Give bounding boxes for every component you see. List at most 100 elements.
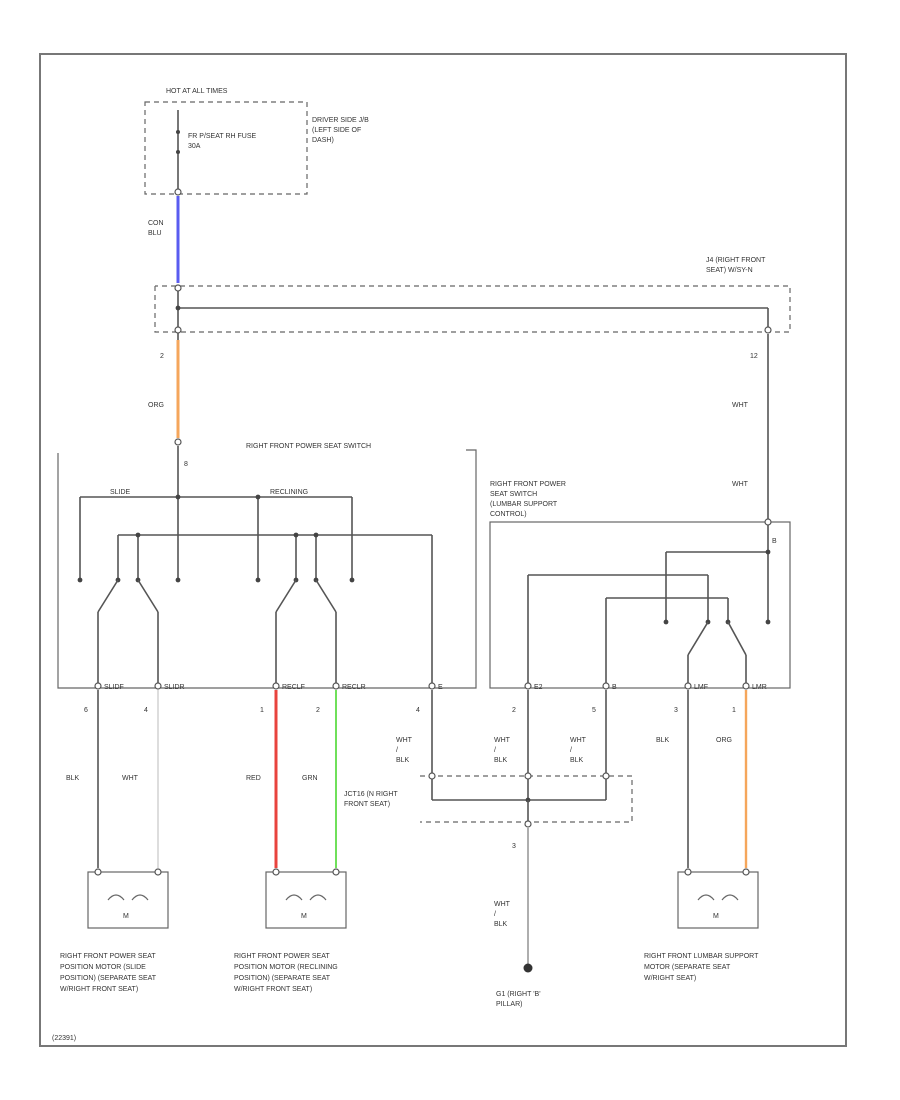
jct-pin-1	[428, 772, 436, 780]
wht-label-1: WHT	[122, 775, 139, 782]
term-lmf-pin	[684, 682, 692, 690]
main-switch-label: RIGHT FRONT POWER SEAT SWITCH	[246, 443, 371, 450]
lumbar-blade-2	[727, 621, 747, 656]
ground-label: G1 (RIGHT 'B'PILLAR)	[496, 991, 541, 1008]
j4-pin-out-left	[174, 326, 182, 334]
lumbar-switch-box	[489, 521, 791, 689]
reclining-motor-symbol: M	[301, 913, 307, 920]
wht-right-label1: WHT	[732, 402, 749, 409]
j4-connector-box	[154, 285, 791, 333]
j4-pin-out-right	[764, 326, 772, 334]
reclining-motor: M	[265, 868, 347, 929]
term-e2-pin	[524, 682, 532, 690]
fuse-terminal-bottom	[176, 150, 180, 154]
contact-8	[349, 577, 355, 583]
term-lmr-pin	[742, 682, 750, 690]
slide-blade-2	[137, 579, 159, 613]
contact-1	[77, 577, 83, 583]
org-label-top: ORG	[148, 402, 164, 409]
pin-2c-label: 2	[512, 707, 516, 714]
j4-junction	[175, 305, 181, 311]
term-slidr: SLIDR	[164, 684, 185, 691]
pin-4c-label: 4	[416, 707, 420, 714]
gnd-node-3	[313, 532, 319, 538]
term-e-pin	[428, 682, 436, 690]
slide-blade-1	[97, 579, 119, 613]
lumbar-b-node	[765, 549, 771, 555]
switch-pin-in	[174, 438, 182, 446]
reclining-label: RECLINING	[270, 489, 308, 496]
gnd-node-1	[135, 532, 141, 538]
gnd-node-2	[293, 532, 299, 538]
wht-blk-a: WHT/BLK	[396, 737, 413, 764]
contact-5	[255, 577, 261, 583]
diagram-code: (22391)	[52, 1035, 76, 1042]
pin-3-label: 3	[674, 707, 678, 714]
term-lb: B	[772, 538, 777, 545]
recl-blade-2	[315, 579, 337, 613]
pin-2-label: 2	[160, 353, 164, 360]
term-b-pin	[602, 682, 610, 690]
term-lmr: LMR	[752, 684, 767, 691]
lumbar-blade-1	[687, 621, 709, 656]
pin-1-label: 1	[260, 707, 264, 714]
bus-node-1	[175, 494, 181, 500]
slide-motor: M	[87, 868, 169, 929]
blk-label-1: BLK	[66, 775, 80, 782]
j4-pin-in	[174, 284, 182, 292]
main-switch-box	[57, 449, 477, 689]
term-reclf-pin	[272, 682, 280, 690]
term-reclr-pin	[332, 682, 340, 690]
pin-6-label: 6	[84, 707, 88, 714]
fuse-box	[144, 101, 308, 195]
pin-5-label: 5	[592, 707, 596, 714]
contact-4	[175, 577, 181, 583]
grn-label: GRN	[302, 775, 318, 782]
ground-point	[523, 963, 533, 973]
pin-4-label: 4	[144, 707, 148, 714]
fuse-pin	[174, 188, 182, 196]
pin-1b-label: 1	[732, 707, 736, 714]
wht-blk-b: WHT/BLK	[494, 737, 511, 764]
term-reclf: RECLF	[282, 684, 305, 691]
pin-8-label: 8	[184, 461, 188, 468]
recl-blade-1	[275, 579, 297, 613]
hot-label: HOT AT ALL TIMES	[166, 88, 228, 95]
pin-12-label: 12	[750, 353, 758, 360]
jct-pin-2	[524, 772, 532, 780]
jct-pin-label: 3	[512, 843, 516, 850]
lumbar-contact-1	[663, 619, 669, 625]
wht-blk-c: WHT/BLK	[570, 737, 587, 764]
term-b: B	[612, 684, 617, 691]
org-label-2: ORG	[716, 737, 732, 744]
term-e2: E2	[534, 684, 543, 691]
term-lmf: LMF	[694, 684, 708, 691]
red-label: RED	[246, 775, 261, 782]
jct-pin-out	[524, 820, 532, 828]
fuse-terminal-top	[176, 130, 180, 134]
slide-label: SLIDE	[110, 489, 131, 496]
term-e: E	[438, 684, 443, 691]
term-slidr-pin	[154, 682, 162, 690]
bus-node-2	[255, 494, 261, 500]
lumbar-motor: M	[677, 868, 759, 929]
term-reclr: RECLR	[342, 684, 366, 691]
wht-right-label2: WHT	[732, 481, 749, 488]
jct-pin-3	[602, 772, 610, 780]
blk-label-2: BLK	[656, 737, 670, 744]
diagram-frame	[39, 53, 847, 1047]
lumbar-b-pin	[764, 518, 772, 526]
term-slidf-pin	[94, 682, 102, 690]
term-slidf: SLIDF	[104, 684, 124, 691]
lumbar-contact-4	[765, 619, 771, 625]
